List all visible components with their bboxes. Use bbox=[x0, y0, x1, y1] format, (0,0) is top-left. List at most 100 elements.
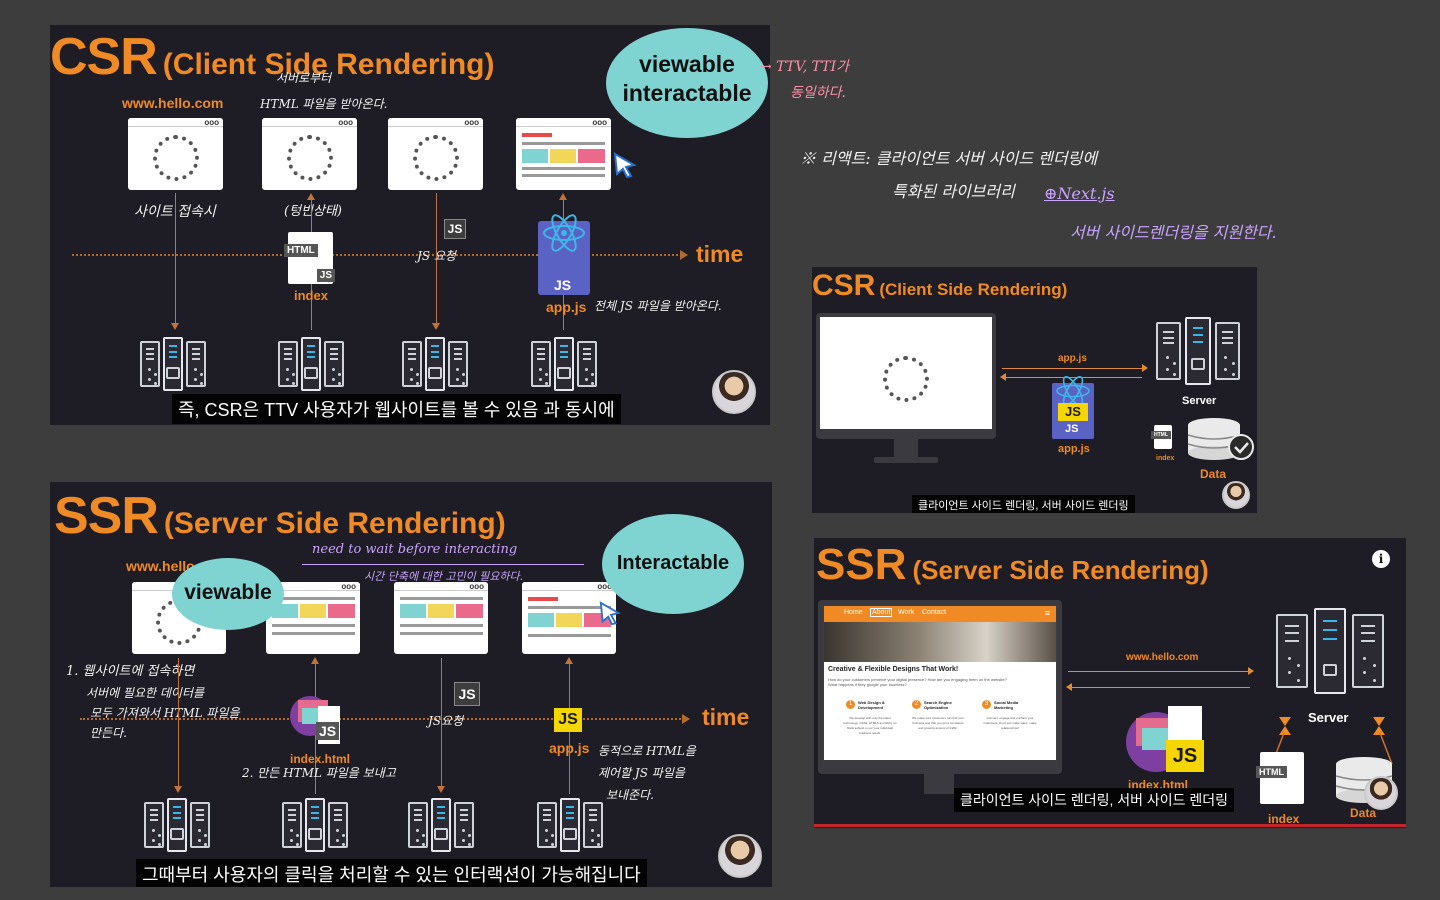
title-full: (Server Side Rendering) bbox=[912, 555, 1209, 585]
presenter-avatar bbox=[712, 370, 756, 414]
title-abbrev: CSR bbox=[812, 269, 876, 302]
server-unit bbox=[425, 337, 445, 391]
hero-title: Creative & Flexible Designs That Work! bbox=[828, 666, 959, 673]
server-unit bbox=[554, 337, 574, 391]
js-text: JS bbox=[554, 277, 572, 293]
browser-window-4: ooo bbox=[522, 582, 616, 654]
feature-title: Web Design & Development bbox=[858, 700, 885, 710]
database-icon bbox=[1187, 418, 1254, 460]
response-arrow bbox=[1066, 683, 1250, 691]
note-dynamic-a: 동적으로 HTML을 bbox=[598, 744, 696, 758]
timeline-arrow-icon bbox=[680, 250, 688, 260]
wait-span-line bbox=[302, 564, 584, 565]
index-html-file-icon: JS bbox=[290, 690, 340, 748]
js-badge-icon: JS bbox=[1058, 403, 1088, 421]
html-tag: HTML bbox=[284, 244, 318, 257]
index-html-label: index.html bbox=[290, 752, 351, 766]
server-icon-4 bbox=[537, 798, 603, 852]
note-step1-b: 서버에 필요한 데이터를 bbox=[86, 686, 205, 700]
timeline bbox=[80, 718, 684, 720]
nav-contact: Contact bbox=[922, 609, 947, 616]
server-unit bbox=[560, 798, 580, 852]
note-step1-a: 1. 웹사이트에 접속하면 bbox=[66, 664, 195, 679]
time-label: time bbox=[696, 241, 744, 267]
note-ttv-tti: → TTV, TTI가 bbox=[760, 59, 850, 75]
title-abbrev: SSR bbox=[816, 540, 907, 589]
feature-desc: We develop with only the latest technolo… bbox=[843, 716, 897, 735]
subtitle-caption: 클라이언트 사이드 렌더링, 서버 사이드 렌더링 bbox=[954, 788, 1235, 812]
request-line-3 bbox=[436, 193, 437, 327]
js-badge-icon: JS bbox=[554, 708, 582, 732]
arrow-up-icon bbox=[311, 657, 319, 664]
bubble-text: viewable interactable bbox=[622, 51, 752, 106]
server-unit bbox=[537, 801, 557, 849]
timeline-arrow-icon bbox=[682, 714, 690, 724]
title-full: (Client Side Rendering) bbox=[879, 280, 1068, 299]
lock-icon bbox=[1190, 358, 1205, 371]
server-icon bbox=[1156, 317, 1240, 385]
server-unit bbox=[301, 337, 321, 391]
server-unit bbox=[408, 801, 428, 849]
js-tag: JS bbox=[316, 722, 340, 740]
website-nav: Home About Work Contact ≡ bbox=[824, 606, 1056, 622]
request-line-1 bbox=[175, 193, 176, 327]
window-controls-icon: ooo bbox=[592, 118, 607, 127]
website-preview: Home About Work Contact ≡ Creative & Fle… bbox=[824, 606, 1056, 760]
slide-title: CSR(Client Side Rendering) bbox=[50, 27, 494, 87]
note-js-request: JS요청 bbox=[428, 714, 464, 728]
note-site-access: 사이트 접속시 bbox=[134, 204, 216, 220]
window-controls-icon: ooo bbox=[338, 118, 353, 127]
note-dynamic-c: 보내준다. bbox=[606, 788, 654, 802]
request-arrow bbox=[1068, 667, 1254, 675]
arrow-up-icon bbox=[307, 193, 315, 200]
info-icon[interactable]: i bbox=[1372, 550, 1390, 568]
nav-about: About bbox=[870, 608, 893, 617]
server-unit bbox=[402, 340, 422, 388]
note-js-request: JS 요청 bbox=[417, 249, 456, 263]
loading-spinner-icon bbox=[412, 134, 459, 181]
request-line-1 bbox=[178, 658, 179, 788]
server-unit bbox=[282, 801, 302, 849]
server-unit bbox=[577, 340, 597, 388]
server-icon-2 bbox=[282, 798, 348, 852]
title-full: (Client Side Rendering) bbox=[162, 48, 495, 81]
server-unit bbox=[167, 798, 187, 852]
url-arrow-label: www.hello.com bbox=[1126, 652, 1199, 663]
server-unit bbox=[1351, 614, 1384, 688]
feature-desc: We make sure customers can find your bus… bbox=[912, 716, 964, 730]
lock-icon bbox=[1322, 663, 1337, 676]
html-file-icon: HTML bbox=[1151, 425, 1172, 449]
window-controls-icon: ooo bbox=[597, 582, 612, 591]
csr-small-slide: CSR(Client Side Rendering) app.js JS JS … bbox=[812, 267, 1257, 513]
slide-title: SSR(Server Side Rendering) bbox=[54, 486, 506, 546]
server-icon-3 bbox=[402, 337, 468, 391]
feature-number: 2 bbox=[912, 700, 921, 709]
hero-subtitle: How do your customers perceive your digi… bbox=[828, 677, 1007, 687]
js-tag: JS bbox=[316, 269, 335, 282]
hourglass-icon bbox=[1279, 717, 1291, 735]
lock-icon bbox=[307, 828, 322, 840]
server-unit bbox=[1214, 321, 1240, 381]
note-dynamic-b: 제어할 JS 파일을 bbox=[598, 766, 685, 780]
server-unit bbox=[190, 801, 210, 849]
title-full: (Server Side Rendering) bbox=[163, 507, 506, 540]
slide-title: SSR(Server Side Rendering) bbox=[816, 540, 1209, 590]
feature-number: 3 bbox=[982, 700, 991, 709]
note-html: HTML 파일을 받아온다. bbox=[260, 97, 388, 111]
monitor-base bbox=[874, 457, 938, 463]
time-label: time bbox=[702, 704, 750, 730]
html-tag: HTML bbox=[1256, 766, 1287, 778]
note-appjs: 전체 JS 파일을 받아온다. bbox=[594, 299, 722, 313]
server-unit bbox=[278, 340, 298, 388]
note-step2: 2. 만든 HTML 파일을 보내고 bbox=[242, 766, 396, 780]
bubble-text: Interactable bbox=[616, 552, 730, 574]
server-unit bbox=[1276, 614, 1309, 688]
note-react-library: 특화된 라이브러리 bbox=[892, 182, 1015, 201]
window-controls-icon: ooo bbox=[469, 582, 484, 591]
server-unit bbox=[305, 798, 325, 852]
request-line-3 bbox=[441, 658, 442, 788]
data-label: Data bbox=[1350, 806, 1377, 820]
server-label: Server bbox=[1182, 395, 1217, 407]
cursor-icon bbox=[599, 601, 621, 626]
react-app-js-icon: JS bbox=[538, 214, 590, 295]
